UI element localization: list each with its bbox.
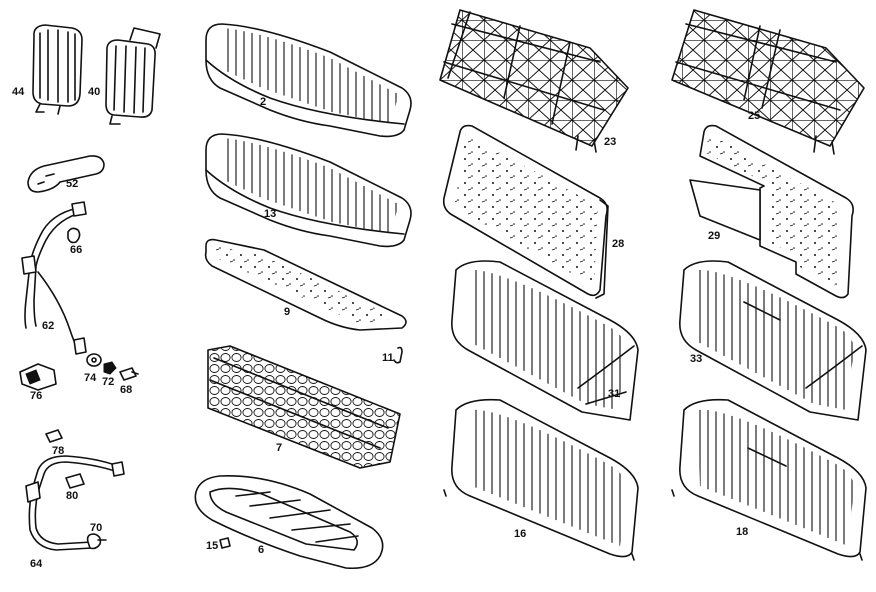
seat-frame-pan-part bbox=[194, 475, 384, 570]
belt-clip-part bbox=[67, 227, 81, 244]
seat-cushion-cover-part bbox=[205, 23, 412, 138]
callout-7: 7 bbox=[276, 442, 283, 454]
callout-29: 29 bbox=[708, 230, 721, 242]
headrest-cover-part bbox=[32, 24, 83, 115]
callout-23: 23 bbox=[604, 136, 617, 148]
grab-handle-part bbox=[27, 155, 105, 193]
spring-clip-part bbox=[219, 537, 231, 549]
backrest-frame-part bbox=[439, 9, 629, 153]
callout-9: 9 bbox=[284, 306, 291, 318]
bolt-part bbox=[119, 367, 139, 381]
callout-28: 28 bbox=[612, 238, 625, 250]
callout-33: 33 bbox=[690, 353, 703, 365]
nut-part bbox=[103, 361, 117, 375]
seat-belt-lower-part bbox=[25, 455, 125, 551]
split-backrest-cover-alt-part bbox=[671, 398, 867, 561]
callout-66: 66 bbox=[70, 244, 83, 256]
belt-bracket-part bbox=[19, 363, 57, 391]
clip-part bbox=[393, 346, 403, 364]
washer-part bbox=[86, 353, 102, 367]
callout-18: 18 bbox=[736, 526, 749, 538]
buckle-part bbox=[65, 473, 85, 489]
callout-72: 72 bbox=[102, 376, 115, 388]
callout-70: 70 bbox=[90, 522, 103, 534]
callout-76: 76 bbox=[30, 390, 43, 402]
callout-44: 44 bbox=[12, 86, 25, 98]
backrest-pad-part bbox=[442, 124, 609, 299]
seat-cushion-cover-alt-part bbox=[205, 133, 412, 248]
backrest-cover-alt-part bbox=[443, 398, 639, 561]
callout-6: 6 bbox=[258, 544, 265, 556]
callout-16: 16 bbox=[514, 528, 527, 540]
anchor-bolt-part bbox=[86, 533, 107, 550]
callout-52: 52 bbox=[66, 178, 79, 190]
callout-68: 68 bbox=[120, 384, 133, 396]
callout-64: 64 bbox=[30, 558, 43, 570]
callout-80: 80 bbox=[66, 490, 79, 502]
callout-74: 74 bbox=[84, 372, 97, 384]
spring-unit-part bbox=[207, 345, 401, 469]
callout-78: 78 bbox=[52, 445, 65, 457]
callout-40: 40 bbox=[88, 86, 101, 98]
split-backrest-cover-part bbox=[679, 260, 867, 421]
callout-11: 11 bbox=[382, 352, 394, 364]
callout-31: 31 bbox=[608, 388, 621, 400]
callout-15: 15 bbox=[206, 540, 219, 552]
backrest-cover-part bbox=[451, 260, 639, 421]
callout-2: 2 bbox=[260, 96, 267, 108]
split-backrest-frame-part bbox=[671, 9, 865, 155]
split-backrest-pad-part bbox=[689, 124, 854, 299]
callout-62: 62 bbox=[42, 320, 55, 332]
callout-13: 13 bbox=[264, 208, 277, 220]
headrest-frame-part bbox=[105, 27, 161, 125]
callout-25: 25 bbox=[748, 110, 761, 122]
belt-guide-part bbox=[45, 429, 63, 443]
seat-pad-part bbox=[204, 238, 407, 331]
seat-belt-upper-part bbox=[21, 201, 87, 355]
